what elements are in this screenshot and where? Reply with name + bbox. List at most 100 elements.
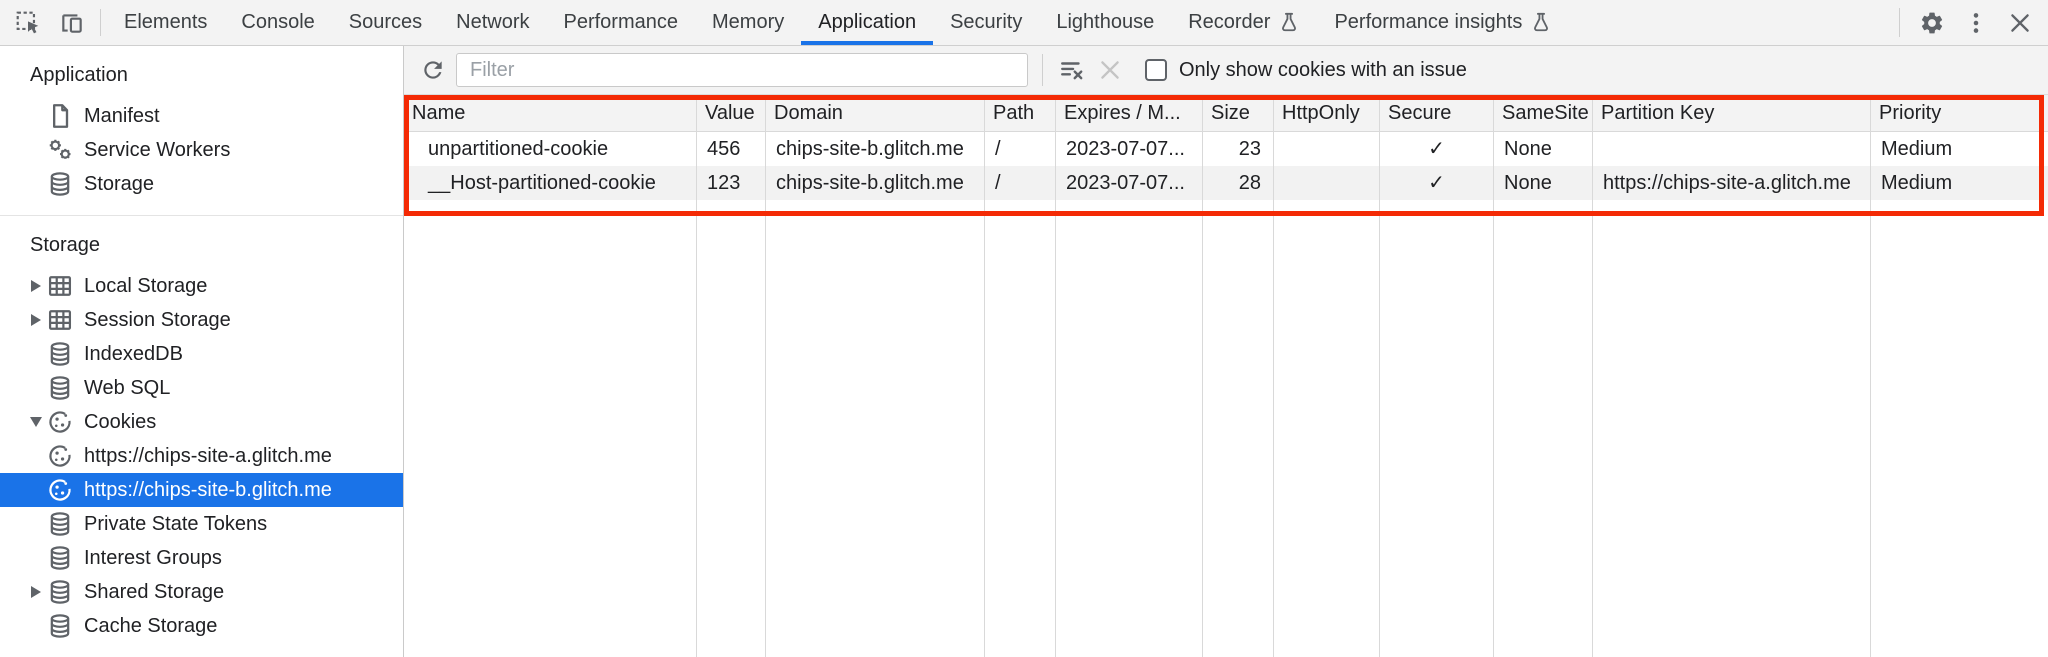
column-header-priority[interactable]: Priority — [1879, 102, 1942, 124]
cell-value[interactable]: 456 — [697, 132, 766, 166]
sidebar-item-cookies[interactable]: Cookies — [0, 405, 403, 439]
sidebar-item-indexeddb[interactable]: IndexedDB — [0, 337, 403, 371]
cell-priority[interactable]: Medium — [1881, 138, 1953, 160]
tab-label: Console — [241, 11, 315, 33]
sidebar-item-storage[interactable]: Storage — [0, 167, 403, 201]
sidebar-item-label: Private State Tokens — [84, 512, 268, 535]
sidebar-item-label: Local Storage — [84, 274, 208, 297]
tab-memory[interactable]: Memory — [695, 0, 801, 45]
database-icon — [46, 374, 74, 402]
sidebar-item-cookies-site-a[interactable]: https://chips-site-a.glitch.me — [0, 439, 403, 473]
sidebar-item-local-storage[interactable]: Local Storage — [0, 269, 403, 303]
cell-name[interactable]: unpartitioned-cookie — [404, 132, 697, 166]
sidebar-item-cache-storage[interactable]: Cache Storage — [0, 609, 403, 643]
sidebar-item-label: https://chips-site-a.glitch.me — [84, 444, 332, 467]
delete-selected-button[interactable] — [1091, 51, 1129, 89]
cell-samesite[interactable]: None — [1494, 132, 1593, 166]
refresh-icon — [420, 57, 446, 83]
cell-httponly[interactable] — [1274, 166, 1380, 200]
column-header-secure[interactable]: Secure — [1380, 95, 1494, 131]
cell-partition-key[interactable]: https://chips-site-a.glitch.me — [1593, 166, 1871, 200]
sidebar-item-interest-groups[interactable]: Interest Groups — [0, 541, 403, 575]
cell-samesite[interactable]: None — [1494, 166, 1593, 200]
sidebar-item-label: Service Workers — [84, 138, 231, 161]
cell-size[interactable]: 23 — [1203, 132, 1274, 166]
filler-cell — [1494, 200, 1593, 657]
cell-httponly[interactable] — [1274, 132, 1380, 166]
column-header-value[interactable]: Value — [697, 95, 766, 131]
expander-arrow[interactable] — [26, 586, 46, 598]
cell-value[interactable]: 123 — [697, 166, 766, 200]
sidebar-item-cookies-site-b[interactable]: https://chips-site-b.glitch.me — [0, 473, 403, 507]
sidebar-item-manifest[interactable]: Manifest — [0, 99, 403, 133]
expander-arrow[interactable] — [26, 417, 46, 427]
refresh-button[interactable] — [414, 51, 452, 89]
sidebar-section-divider — [0, 215, 403, 216]
section-title-storage: Storage — [30, 234, 101, 256]
tab-console[interactable]: Console — [224, 0, 331, 45]
sidebar-item-service-workers[interactable]: Service Workers — [0, 133, 403, 167]
cell-expires[interactable]: 2023-07-07... — [1056, 132, 1203, 166]
application-sidebar: Application Manifest Service Workers Sto… — [0, 46, 404, 657]
column-header-httponly[interactable]: HttpOnly — [1274, 95, 1380, 131]
cookies-toolbar: Only show cookies with an issue — [404, 46, 2048, 95]
settings-button[interactable] — [1910, 0, 1954, 45]
tab-label: Recorder — [1188, 11, 1271, 33]
expander-arrow[interactable] — [26, 280, 46, 292]
chevron-right-icon — [31, 280, 41, 292]
tab-performance-insights[interactable]: Performance insights — [1317, 0, 1569, 45]
clear-all-cookies-button[interactable] — [1053, 51, 1091, 89]
tab-application[interactable]: Application — [801, 0, 933, 45]
column-header-expires[interactable]: Expires / M... — [1056, 95, 1203, 131]
sidebar-item-session-storage[interactable]: Session Storage — [0, 303, 403, 337]
toolbar-divider — [100, 9, 101, 36]
table-icon — [46, 272, 74, 300]
cookie-row[interactable]: unpartitioned-cookie 456 chips-site-b.gl… — [404, 132, 2048, 166]
column-header-partition-key[interactable]: Partition Key — [1593, 95, 1871, 131]
cell-secure[interactable]: ✓ — [1380, 132, 1494, 166]
cell-path[interactable]: / — [985, 132, 1056, 166]
tab-elements[interactable]: Elements — [107, 0, 224, 45]
cell-priority[interactable]: Medium — [1881, 172, 1953, 194]
toolbar-divider — [1042, 54, 1043, 86]
more-options-button[interactable] — [1954, 0, 1998, 45]
inspect-element-button[interactable] — [6, 0, 50, 45]
chevron-right-icon — [31, 314, 41, 326]
issue-filter-label: Only show cookies with an issue — [1179, 58, 1467, 81]
expander-arrow[interactable] — [26, 314, 46, 326]
cell-partition-key[interactable] — [1593, 132, 1871, 166]
cell-domain[interactable]: chips-site-b.glitch.me — [766, 132, 985, 166]
column-header-name[interactable]: Name — [404, 95, 697, 131]
issue-filter-checkbox[interactable] — [1145, 59, 1167, 81]
tab-network[interactable]: Network — [439, 0, 546, 45]
tab-label: Application — [818, 11, 917, 33]
cookie-row[interactable]: __Host-partitioned-cookie 123 chips-site… — [404, 166, 2048, 200]
device-toolbar-button[interactable] — [50, 0, 94, 45]
cell-size[interactable]: 28 — [1203, 166, 1274, 200]
filter-input[interactable] — [456, 53, 1028, 87]
close-devtools-button[interactable] — [1998, 0, 2042, 45]
section-title-application: Application — [30, 64, 128, 86]
delete-icon — [1097, 57, 1123, 83]
tab-lighthouse[interactable]: Lighthouse — [1039, 0, 1171, 45]
sidebar-item-private-state-tokens[interactable]: Private State Tokens — [0, 507, 403, 541]
tab-label: Sources — [348, 11, 423, 33]
filler-cell — [1871, 200, 2048, 657]
tab-recorder[interactable]: Recorder — [1171, 0, 1317, 45]
cell-secure[interactable]: ✓ — [1380, 166, 1494, 200]
cell-expires[interactable]: 2023-07-07... — [1056, 166, 1203, 200]
cell-name[interactable]: __Host-partitioned-cookie — [404, 166, 697, 200]
column-header-domain[interactable]: Domain — [766, 95, 985, 131]
cell-path[interactable]: / — [985, 166, 1056, 200]
flask-icon — [1278, 12, 1300, 34]
column-header-samesite[interactable]: SameSite — [1494, 95, 1593, 131]
sidebar-item-web-sql[interactable]: Web SQL — [0, 371, 403, 405]
tab-sources[interactable]: Sources — [332, 0, 439, 45]
column-header-path[interactable]: Path — [985, 95, 1056, 131]
column-header-size[interactable]: Size — [1203, 95, 1274, 131]
tab-security[interactable]: Security — [933, 0, 1039, 45]
sidebar-item-shared-storage[interactable]: Shared Storage — [0, 575, 403, 609]
cell-domain[interactable]: chips-site-b.glitch.me — [766, 166, 985, 200]
tab-performance[interactable]: Performance — [547, 0, 696, 45]
